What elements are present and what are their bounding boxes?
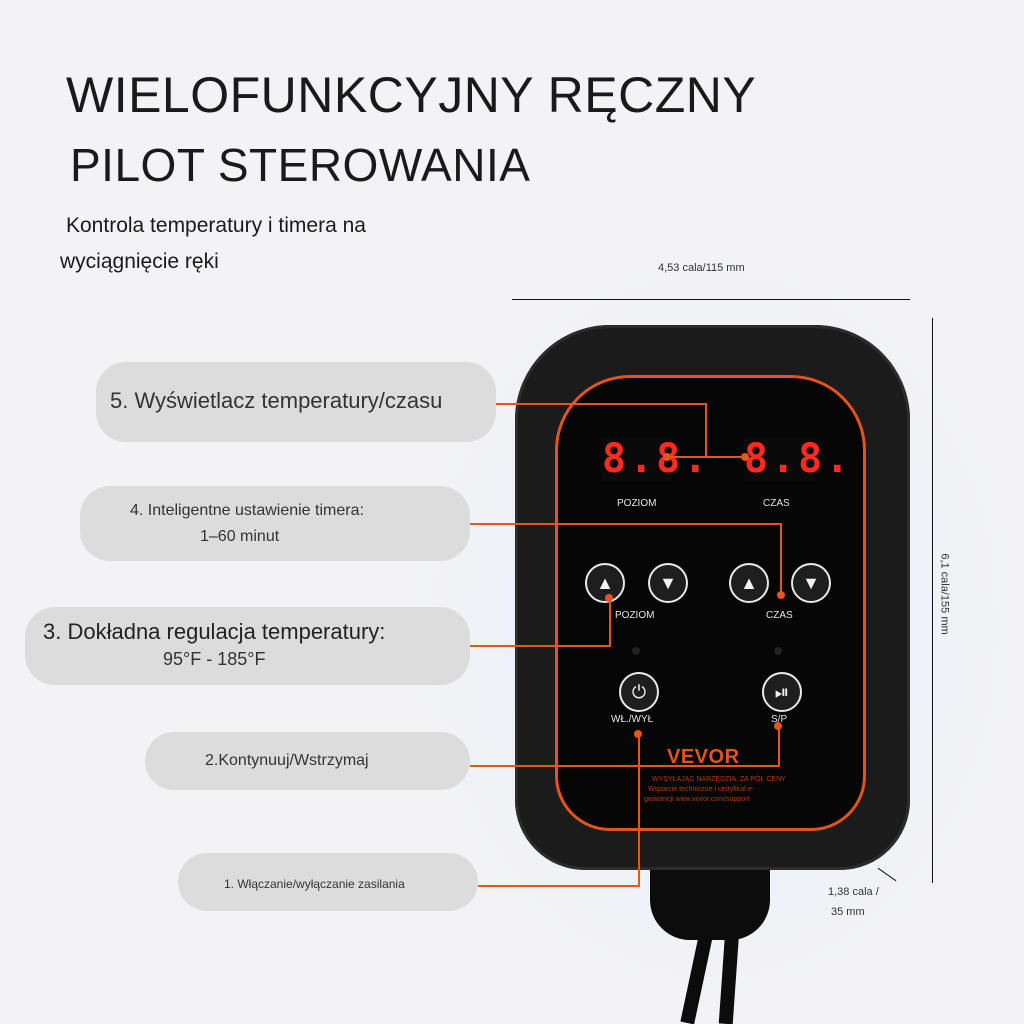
callout-dot-display-left <box>663 453 671 461</box>
callout-line-temp-1 <box>470 645 610 647</box>
callout-line-display-2 <box>705 403 707 458</box>
feature-pause-pill: 2.Kontynuuj/Wstrzymaj <box>145 732 470 790</box>
callout-dot-display-right <box>741 453 749 461</box>
play-pause-icon: ⏯ <box>774 681 790 702</box>
sp-button-label: S/P <box>771 714 788 725</box>
time-down-button[interactable]: ▼ <box>791 563 831 603</box>
power-button[interactable]: ⏻ <box>619 672 659 712</box>
czas-button-label: CZAS <box>766 610 793 621</box>
temperature-down-button[interactable]: ▼ <box>648 563 688 603</box>
callout-dot-timer <box>777 591 785 599</box>
power-button-label: WŁ./WYŁ <box>611 714 654 725</box>
temperature-display: 8.8. <box>602 436 711 482</box>
brand-logo: VEVOR <box>667 746 740 768</box>
feature-timer-label: 4. Inteligentne ustawienie timera: <box>130 502 364 519</box>
callout-dot-temp <box>605 594 613 602</box>
feature-power-label: 1. Włączanie/wyłączanie zasilania <box>224 877 405 891</box>
fine-print-1: WYSYŁAJĄC NARZĘDZIA, ZA PÓŁ CENY <box>652 776 786 783</box>
sp-led <box>774 647 782 655</box>
callout-line-temp-2 <box>609 598 611 647</box>
display-czas-label: CZAS <box>763 498 790 509</box>
feature-display-pill: 5. Wyświetlacz temperatury/czasu <box>96 362 496 442</box>
display-poziom-label: POZIOM <box>617 498 657 509</box>
callout-line-pause-1 <box>470 765 780 767</box>
subtitle-line1: Kontrola temperatury i timera na <box>66 214 366 237</box>
dimension-width-label: 4,53 cala/115 mm <box>658 262 745 274</box>
power-led <box>632 647 640 655</box>
page-title-line2: PILOT STEROWANIA <box>70 139 531 191</box>
feature-temperature-label: 3. Dokładna regulacja temperatury: <box>43 619 386 644</box>
callout-line-timer-2 <box>780 523 782 595</box>
page-title-line1: WIELOFUNKCYJNY RĘCZNY <box>66 67 757 123</box>
callout-line-pause-2 <box>778 726 780 767</box>
feature-display-label: 5. Wyświetlacz temperatury/czasu <box>110 388 443 413</box>
fine-print-3: gwarancji www.vovor.com/support <box>644 796 750 803</box>
feature-pause-label: 2.Kontynuuj/Wstrzymaj <box>205 752 369 769</box>
dimension-depth-label-2: 35 mm <box>831 906 865 918</box>
callout-line-power-2 <box>638 734 640 887</box>
callout-line-timer-1 <box>470 523 782 525</box>
time-display: 8.8. <box>744 436 853 482</box>
callout-line-power-1 <box>478 885 640 887</box>
cable-strain-relief <box>650 860 770 940</box>
down-triangle-icon: ▼ <box>802 572 820 593</box>
down-triangle-icon: ▼ <box>659 572 677 593</box>
dimension-width-line <box>512 299 910 300</box>
poziom-button-label: POZIOM <box>615 610 655 621</box>
dimension-depth-label-1: 1,38 cala / <box>828 886 879 898</box>
fine-print-2: Wsparcie techniczne i certyfikat e- <box>648 786 755 793</box>
dimension-height-line <box>932 318 933 883</box>
time-up-button[interactable]: ▲ <box>729 563 769 603</box>
start-pause-button[interactable]: ⏯ <box>762 672 802 712</box>
up-triangle-icon: ▲ <box>596 572 614 593</box>
feature-timer-pill: 4. Inteligentne ustawienie timera: 1–60 … <box>80 486 470 561</box>
callout-line-display-1 <box>496 403 706 405</box>
dimension-height-label: 6,1 cala/155 mm <box>938 553 951 635</box>
feature-power-pill: 1. Włączanie/wyłączanie zasilania <box>178 853 478 911</box>
callout-dot-pause <box>774 722 782 730</box>
subtitle-line2: wyciągnięcie ręki <box>60 250 219 273</box>
callout-line-display-3 <box>665 456 745 458</box>
feature-temperature-pill: 3. Dokładna regulacja temperatury: 95°F … <box>25 607 470 685</box>
power-icon: ⏻ <box>631 681 647 702</box>
feature-timer-range: 1–60 minut <box>200 528 280 545</box>
callout-dot-power <box>634 730 642 738</box>
feature-temperature-range: 95°F - 185°F <box>163 649 266 669</box>
up-triangle-icon: ▲ <box>740 572 758 593</box>
